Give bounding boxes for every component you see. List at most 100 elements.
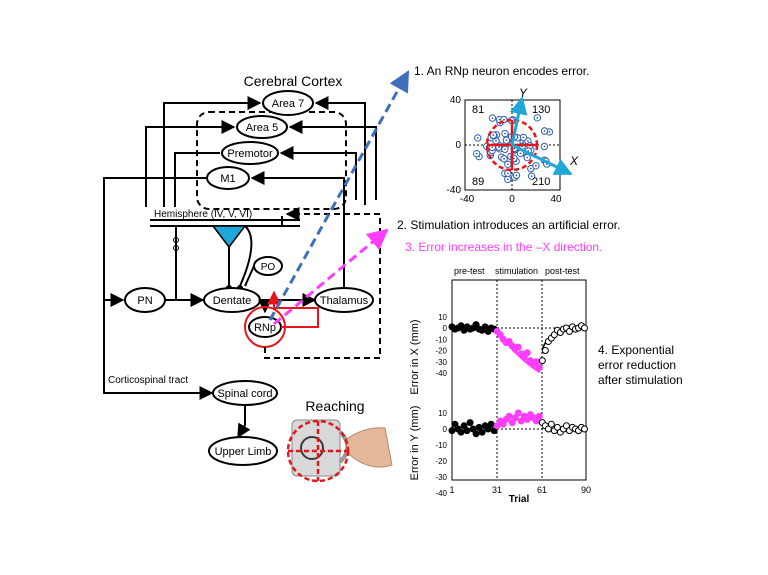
- data-point-x-stim: [523, 349, 531, 357]
- tuning-neuron-center: [498, 118, 501, 121]
- tuning-neuron-center: [506, 172, 509, 175]
- y-axis-arrow: [509, 96, 528, 146]
- tuning-neuron-center: [506, 163, 509, 166]
- bottom-ytick: 0: [443, 425, 448, 434]
- po-label: PO: [261, 262, 276, 273]
- xtick-61: 61: [537, 485, 547, 495]
- data-point-y-pre: [478, 428, 486, 436]
- top-ytick: -20: [435, 347, 447, 356]
- timecourse-frame: [451, 279, 587, 481]
- tuning-neuron-center: [543, 145, 546, 148]
- data-point-x-post: [580, 324, 588, 332]
- m1-label: M1: [220, 173, 235, 185]
- data-point-y-stim: [505, 412, 513, 420]
- xtick-31: 31: [492, 485, 502, 495]
- quad-label-se: 210: [532, 176, 550, 188]
- corticospinal-label: Corticospinal tract: [108, 375, 188, 386]
- tuning-neuron-center: [522, 136, 525, 139]
- cortex-loop-lines: [103, 96, 377, 380]
- tuning-neuron-center: [536, 116, 539, 119]
- blue-dashed-arrow: [268, 70, 410, 321]
- premotor-node: [221, 141, 279, 165]
- hemisphere-label: Hemisphere (IV, V, VI): [154, 209, 252, 220]
- data-point-y-post: [580, 425, 588, 433]
- data-point-y-stim: [511, 414, 519, 422]
- po-to-dentate: [244, 265, 255, 287]
- tuning-neuron-center: [530, 175, 533, 178]
- tuning-neuron-center: [498, 146, 500, 149]
- tuning-neuron-center: [504, 132, 506, 135]
- data-point-y-pre: [451, 420, 459, 428]
- tuning-neuron-center: [548, 131, 551, 133]
- tuning-ytick-bot: -40: [447, 185, 462, 196]
- tuning-neuron-center: [513, 157, 515, 160]
- tuning-xtick-mid: 0: [509, 194, 515, 205]
- data-point-y-post: [547, 420, 555, 428]
- xtick-1: 1: [449, 485, 454, 495]
- tuning-neuron-center: [522, 141, 525, 144]
- purkinje-collateral: [239, 225, 253, 287]
- rnp-red-loop: [267, 290, 319, 328]
- tuning-neuron-center: [492, 134, 495, 136]
- bottom-ytick: -30: [435, 473, 447, 482]
- data-point-x-post: [541, 347, 549, 354]
- tuning-xtick-right: 40: [550, 194, 562, 205]
- reaching-label: Reaching: [305, 398, 364, 414]
- tuning-neuron-center: [491, 146, 494, 149]
- tuning-neuron-center: [543, 130, 546, 132]
- tuning-neuron-center: [527, 140, 529, 142]
- area5-label: Area 5: [246, 122, 278, 134]
- tuning-neuron-center: [503, 157, 505, 160]
- thalamus-label: Thalamus: [320, 295, 369, 307]
- quad-label-nw: 81: [472, 104, 484, 116]
- corticospinal-arrow: [103, 380, 214, 400]
- data-point-y-stim: [535, 412, 543, 420]
- step1-text: 1. An RNp neuron encodes error.: [414, 64, 589, 78]
- data-point-y-pre: [463, 427, 471, 435]
- area7-label: Area 7: [272, 98, 304, 110]
- tuning-xtick-left: -40: [460, 194, 475, 205]
- hand-icon: [344, 427, 393, 468]
- data-point-x-post: [538, 357, 546, 365]
- tuning-neuron-center: [519, 152, 522, 155]
- top-ytick: -10: [435, 335, 447, 344]
- tuning-neuron-center: [495, 139, 497, 142]
- tuning-neuron-center: [505, 139, 508, 142]
- tuning-neuron-center: [476, 137, 479, 139]
- upper-limb-node: [208, 436, 278, 466]
- area5-node: [236, 115, 288, 139]
- tuning-neuron-center: [504, 148, 506, 151]
- premotor-label: Premotor: [227, 148, 273, 160]
- tuning-neuron-center: [506, 178, 509, 181]
- dentate-label: Dentate: [213, 295, 252, 307]
- reaching-illustration: [286, 419, 393, 483]
- data-point-y-pre: [457, 428, 465, 436]
- bottom-ylabel: Error in Y (mm): [409, 406, 421, 481]
- phase-label-stim: stimulation: [495, 266, 538, 276]
- timecourse-xlabel: Trial: [509, 494, 530, 505]
- bottom-ytick: -20: [435, 457, 447, 466]
- data-point-y-pre: [460, 422, 468, 430]
- spinal-to-limb-arrow: [237, 405, 251, 439]
- top-ytick: 0: [443, 324, 448, 333]
- tuning-scatter: Y X 81 130 89 210 40 0 -40 -40 0 40: [447, 86, 579, 205]
- rnp-label: RNp: [254, 322, 276, 334]
- step4-line1: 4. Exponential: [598, 343, 674, 357]
- quad-label-sw: 89: [472, 176, 484, 188]
- quad-label-ne: 130: [532, 104, 550, 116]
- purkinje-cell-icon: [211, 225, 247, 249]
- tuning-ytick-top: 40: [450, 95, 462, 106]
- data-point-y-pre: [448, 427, 456, 435]
- step2-text: 2. Stimulation introduces an artificial …: [397, 218, 620, 232]
- m1-node: [206, 166, 250, 190]
- step4-line2: error reduction: [598, 358, 676, 372]
- phase-label-pre: pre-test: [454, 266, 485, 276]
- data-point-y-stim: [499, 420, 507, 428]
- top-ylabel: Error in X (mm): [409, 319, 421, 394]
- tuning-neuron-center: [534, 164, 537, 167]
- data-point-x-stim: [514, 343, 522, 351]
- step3-text: 3. Error increases in the –X direction.: [405, 240, 602, 254]
- x-axis-name: X: [569, 154, 579, 168]
- upper-limb-label: Upper Limb: [215, 446, 272, 458]
